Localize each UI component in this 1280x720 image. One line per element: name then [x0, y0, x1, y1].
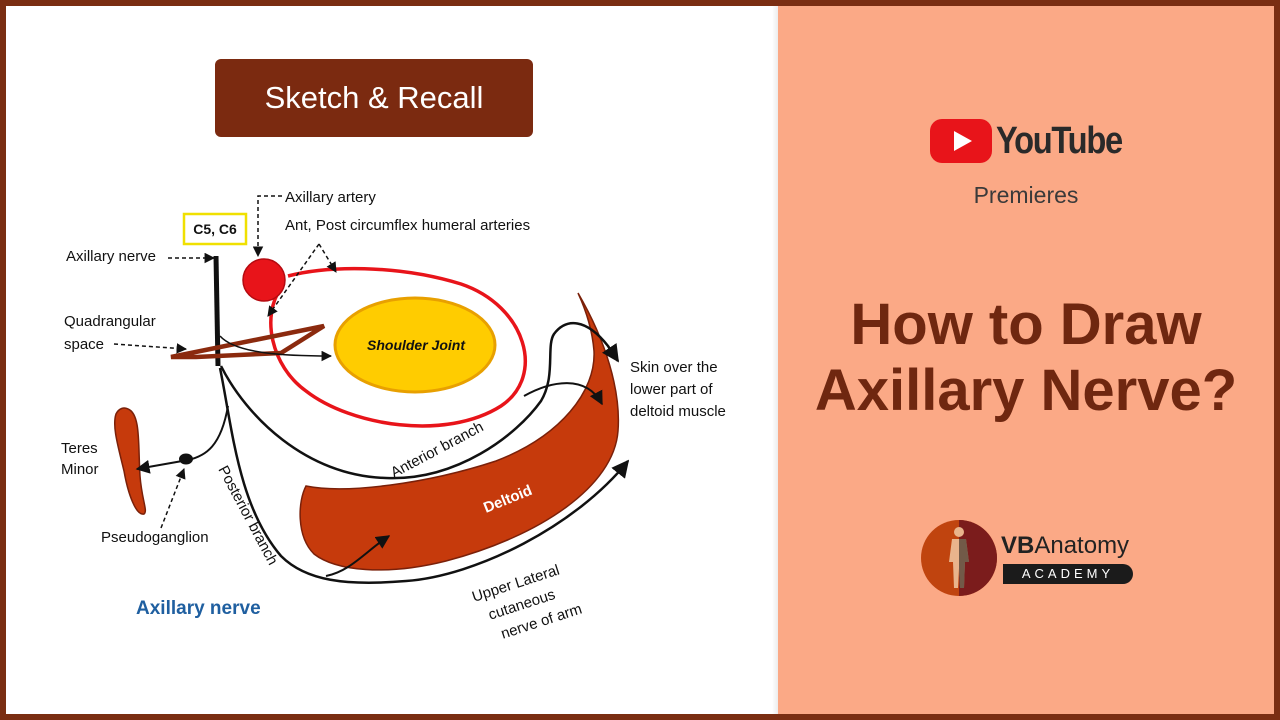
quadrangular-space [170, 323, 326, 360]
pseudoganglion-leader-line [160, 468, 186, 529]
youtube-logo: YouTube [930, 116, 1140, 166]
skin-label-3: deltoid muscle [630, 403, 726, 420]
deltoid-muscle [299, 292, 620, 571]
skin-label-2: lower part of [630, 381, 713, 398]
youtube-wordmark: YouTube [996, 120, 1123, 162]
title-panel: YouTube Premieres How to Draw Axillary N… [778, 6, 1274, 714]
quadrangular-space-branch [219, 335, 333, 362]
posterior-branch [218, 367, 630, 584]
axillary-nerve-diagram: C5, C6 Axillary artery Ant, Post circumf… [61, 189, 726, 643]
quadrangular-label-1: Quadrangular [64, 313, 156, 330]
artery-leader-line [252, 195, 282, 258]
title-banner: Sketch & Recall [215, 59, 533, 137]
posterior-branch-label: Posterior branch [214, 463, 281, 568]
circumflex-artery-loop [269, 266, 527, 428]
circumflex-leader-line [318, 243, 337, 273]
anterior-skin-branch [523, 382, 603, 406]
axillary-nerve-pointer-label: Axillary nerve [66, 248, 156, 265]
shoulder-joint [333, 296, 497, 394]
roots-box [182, 212, 248, 246]
axillary-artery [242, 258, 286, 302]
youtube-play-icon [930, 119, 992, 163]
teres-minor-muscle [113, 407, 147, 515]
roots-label: C5, C6 [193, 221, 237, 237]
pseudoganglion-label: Pseudoganglion [101, 529, 209, 546]
circumflex-arteries-label: Ant, Post circumflex humeral arteries [285, 217, 530, 234]
teres-minor-label-2: Minor [61, 461, 99, 478]
anterior-branch [219, 321, 620, 480]
logo-subtitle: ACADEMY [1003, 564, 1133, 584]
diagram-panel: Sketch & Recall [6, 6, 778, 714]
logo-name: VBAnatomy [1001, 532, 1129, 560]
headline: How to Draw Axillary Nerve? [778, 292, 1274, 424]
quadrangular-leader-line [113, 343, 188, 354]
headline-line-2: Axillary Nerve? [814, 358, 1238, 423]
deltoid-motor-branch [325, 535, 391, 577]
axillary-artery-label: Axillary artery [285, 189, 376, 206]
vb-anatomy-logo: VBAnatomy ACADEMY [919, 518, 1159, 598]
circumflex-leader-line-2 [267, 243, 320, 317]
cutaneous-label: Upper Lateral cutaneous nerve of arm [470, 562, 584, 643]
logo-name-bold: VB [1001, 532, 1035, 559]
logo-name-rest: Anatomy [1034, 532, 1130, 559]
diagram-title: Axillary nerve [136, 598, 261, 619]
human-figure-icon [921, 520, 997, 596]
shoulder-joint-label: Shoulder Joint [367, 337, 466, 353]
quadrangular-label-2: space [64, 336, 104, 353]
headline-line-1: How to Draw [850, 292, 1202, 357]
pseudoganglion [179, 453, 193, 465]
premieres-label: Premieres [973, 182, 1079, 208]
thumbnail-frame: Sketch & Recall [6, 6, 1274, 714]
panel-divider [772, 6, 782, 714]
teres-minor-label-1: Teres [61, 440, 98, 457]
skin-label-1: Skin over the [630, 359, 718, 376]
